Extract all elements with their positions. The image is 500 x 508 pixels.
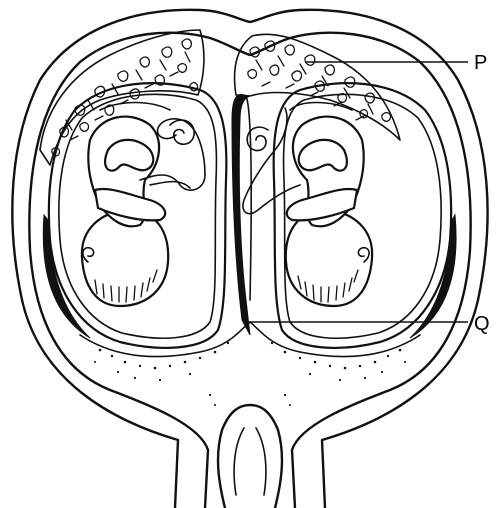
septum-line (246, 96, 251, 300)
right-fetus (243, 103, 372, 307)
cervix (218, 405, 282, 508)
label-p: P (474, 52, 487, 74)
cervix-inner (234, 428, 266, 495)
label-q: Q (474, 313, 490, 335)
septum (232, 94, 250, 335)
stipple-dots (94, 342, 406, 406)
